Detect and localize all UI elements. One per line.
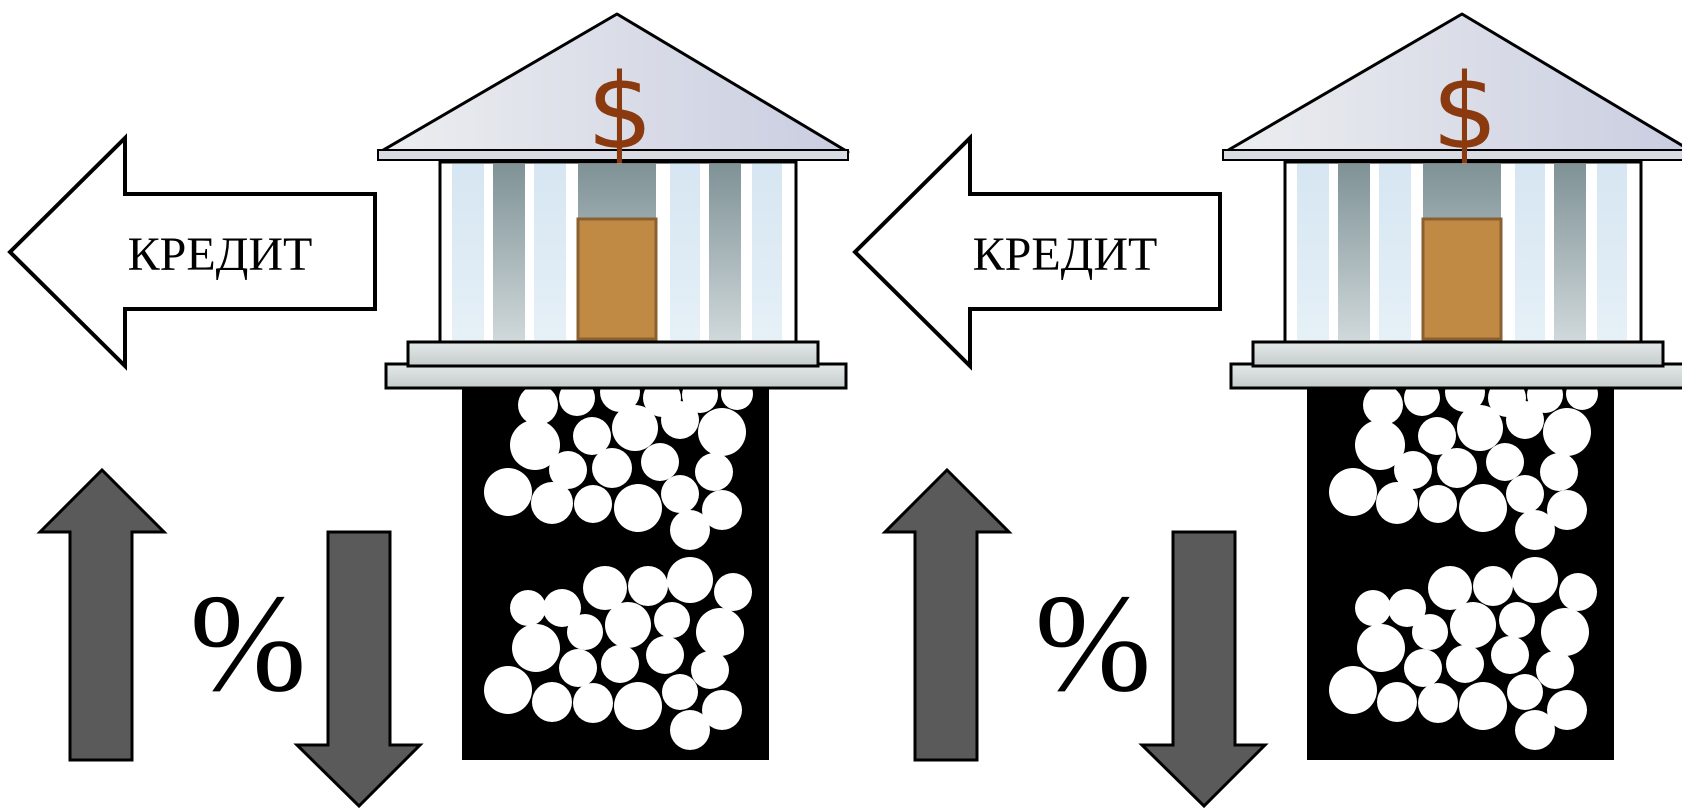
credit-arrow-label: КРЕДИТ [973, 228, 1158, 281]
dollar-sign-icon: $ [1432, 51, 1498, 173]
dollar-sign-icon: $ [587, 51, 653, 173]
panel-2: КРЕДИТ $ % [853, 12, 1682, 808]
percent-symbol: % [190, 566, 307, 721]
credit-arrow-label: КРЕДИТ [128, 228, 313, 281]
bank-building-icon [853, 12, 1682, 808]
panel-1: КРЕДИТ $ % [8, 12, 850, 808]
percent-symbol: % [1035, 566, 1152, 721]
bank-building-icon [8, 12, 850, 808]
